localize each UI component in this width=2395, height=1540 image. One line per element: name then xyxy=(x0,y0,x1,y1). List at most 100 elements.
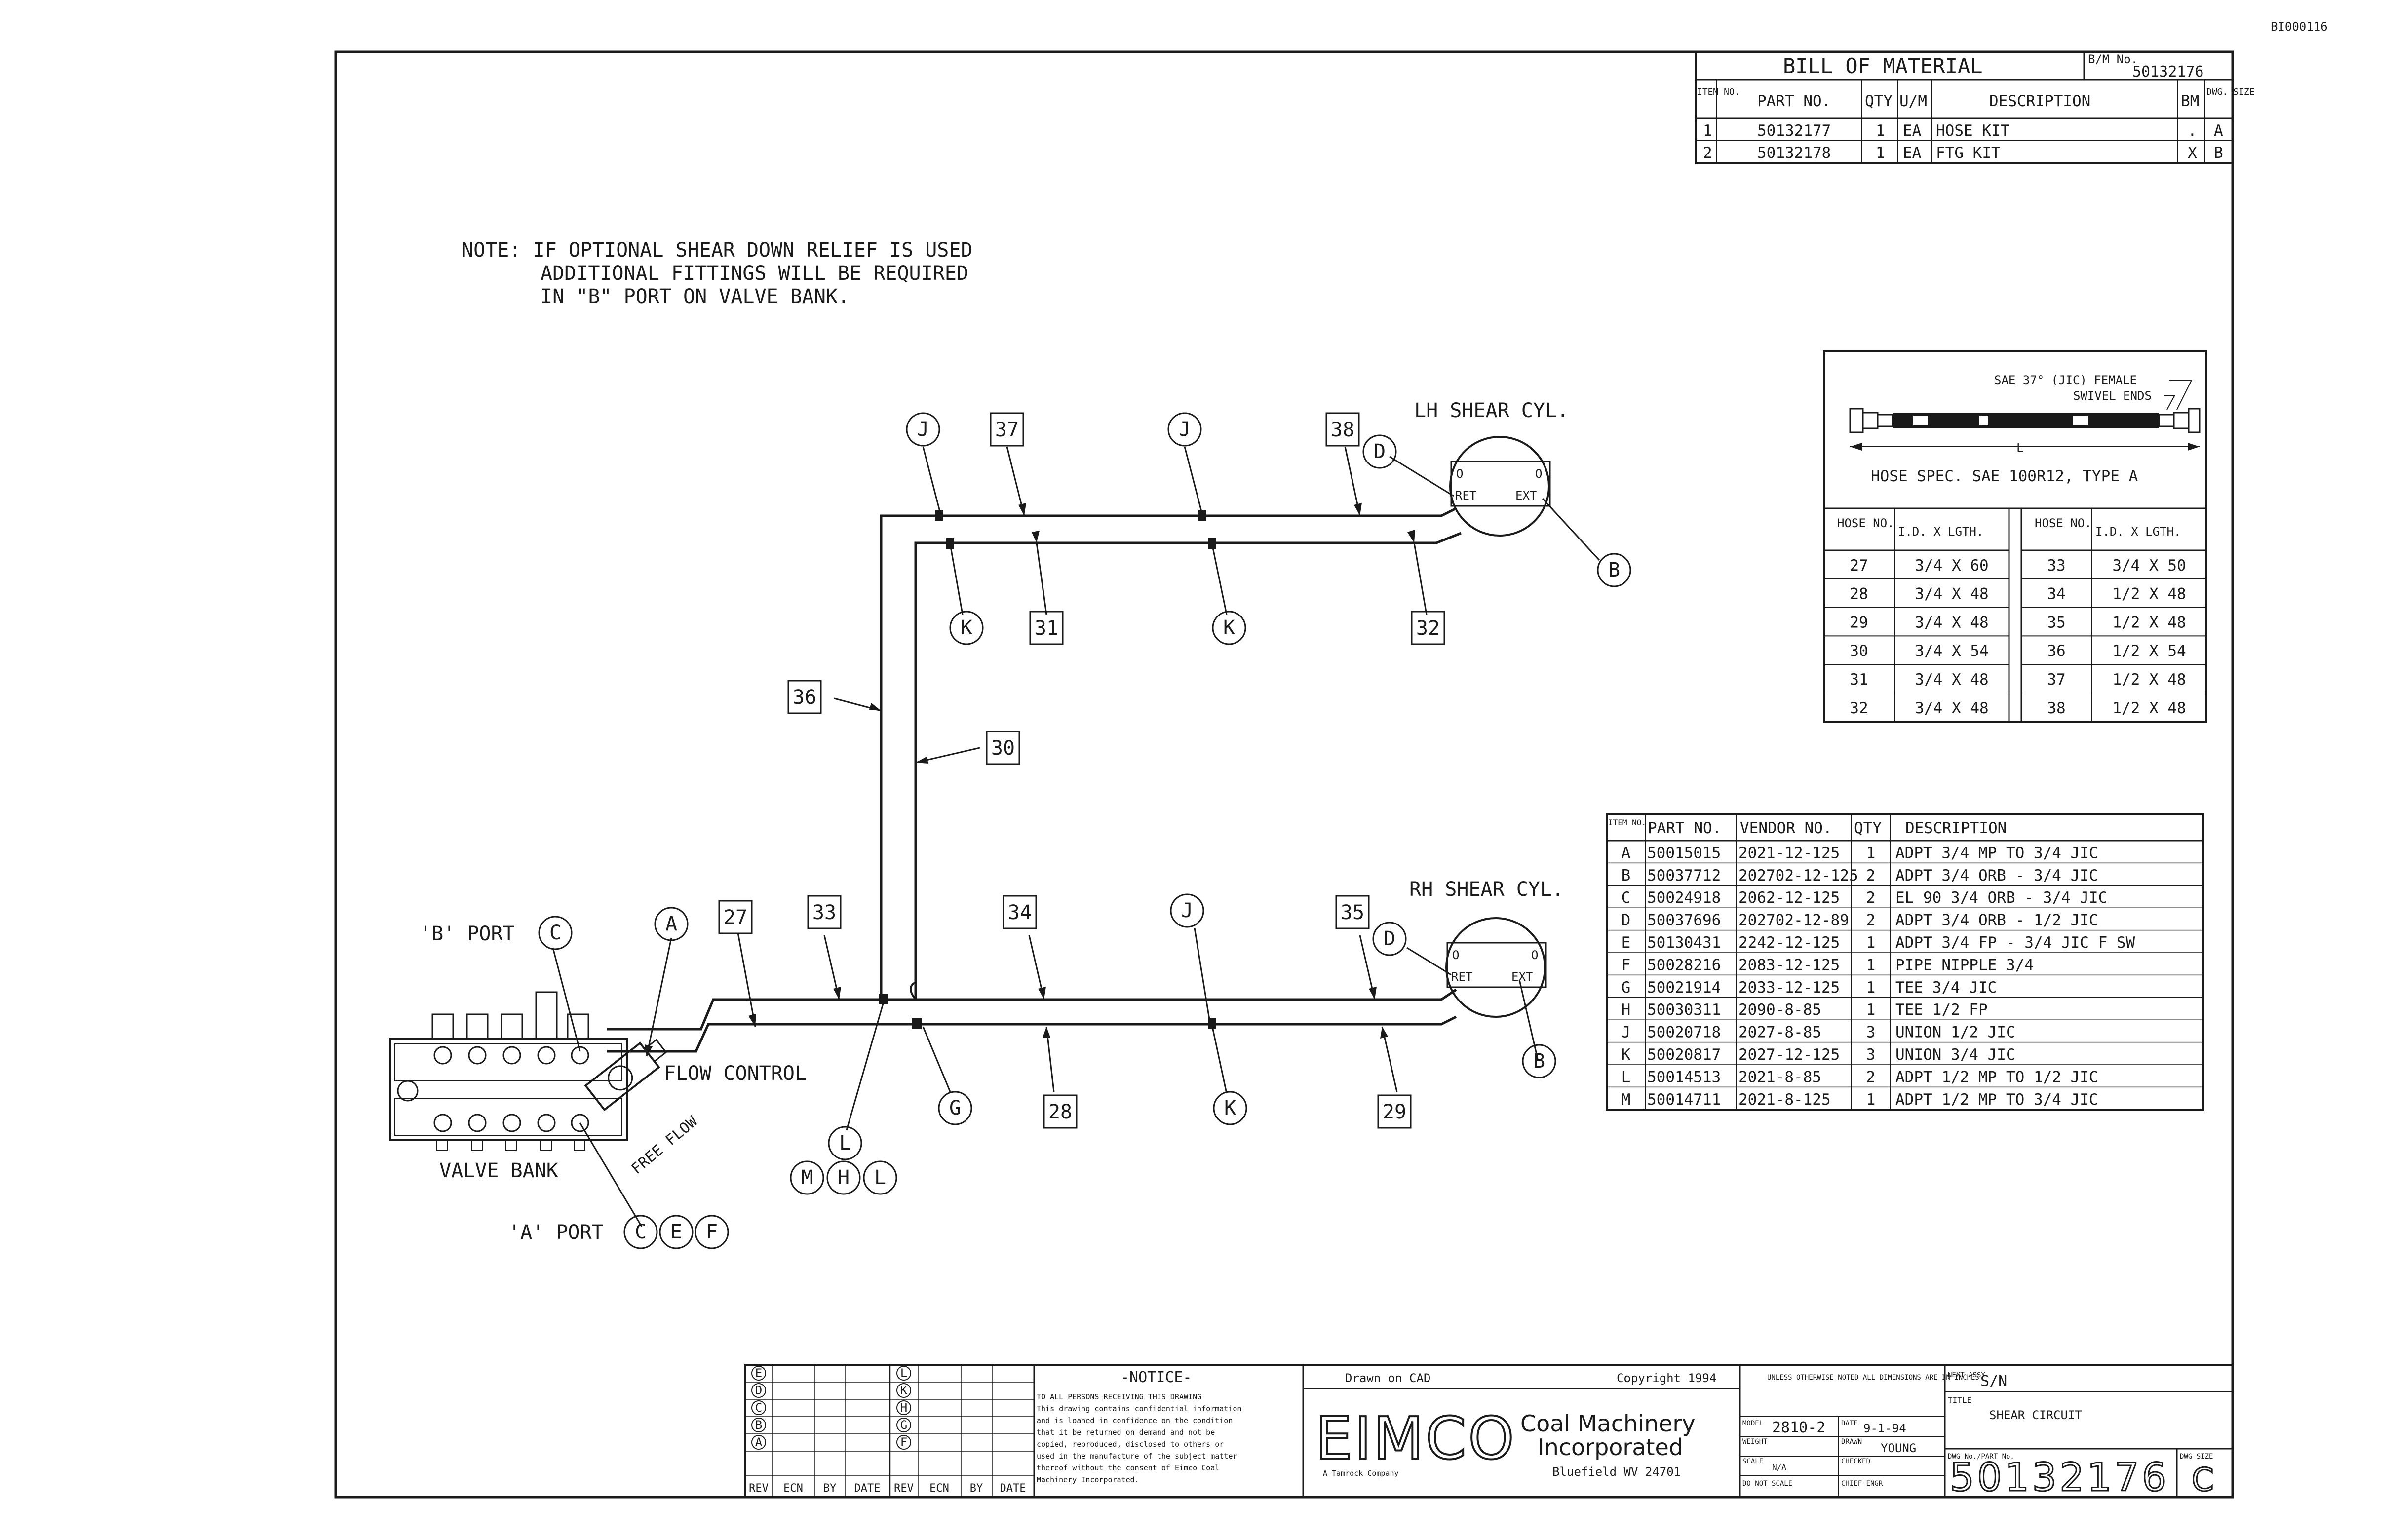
hose-id-cell: 1/2 X 48 xyxy=(2112,614,2186,631)
fitting-callout: G xyxy=(938,1091,972,1125)
notice-line: used in the manufacture of the subject m… xyxy=(1037,1452,1237,1461)
hose-callout-number: 38 xyxy=(1331,419,1354,441)
fitting-callout: J xyxy=(906,412,940,447)
fitting-callout-letter: K xyxy=(1224,1097,1236,1119)
lh-shear-cylinder: O O RET EXT xyxy=(1449,436,1551,537)
parts-partno-cell: 50037712 xyxy=(1647,867,1721,885)
fitting-callout: M xyxy=(790,1160,824,1195)
hose-callout-number: 36 xyxy=(793,686,816,709)
bom-no: 50132176 xyxy=(2132,63,2204,80)
hose-callout-number: 37 xyxy=(995,419,1019,441)
parts-item-cell: M xyxy=(1622,1091,1631,1109)
dwg-size-label: DWG SIZE xyxy=(2180,1453,2213,1461)
parts-partno-cell: 50030311 xyxy=(1647,1001,1721,1019)
parts-vendor-cell: 2083-12-125 xyxy=(1738,956,1840,974)
flow-control-label: FLOW CONTROL xyxy=(664,1062,807,1085)
bom-head-bm: BM xyxy=(2181,92,2199,110)
parts-partno-cell: 50014711 xyxy=(1647,1091,1721,1109)
parts-vendor-cell: 2021-12-125 xyxy=(1738,844,1840,862)
fitting-callout-letter: B xyxy=(1533,1050,1545,1073)
fitting-callout: A xyxy=(654,907,689,941)
parts-item-cell: C xyxy=(1622,889,1631,907)
company-line-1: Coal Machinery xyxy=(1520,1410,1696,1437)
hose-no-cell: 30 xyxy=(1850,642,1868,660)
hose-line-upper-inner xyxy=(914,532,1462,1000)
hose-callout-number: 31 xyxy=(1035,617,1058,640)
swivel-line-1: SAE 37° (JIC) FEMALE xyxy=(1994,373,2137,387)
dwg-size: C xyxy=(2192,1462,2217,1499)
rev-letter: B xyxy=(751,1418,766,1432)
length-label: L xyxy=(2016,441,2023,455)
parts-qty-cell: 1 xyxy=(1866,934,1876,952)
bill-of-material: BILL OF MATERIAL B/M No. 50132176 ITEM N… xyxy=(1695,51,2255,164)
bom-head-dwg: DWG. SIZE xyxy=(2206,87,2255,97)
bom-cell: 50132177 xyxy=(1757,122,1831,140)
hose-no-cell: 37 xyxy=(2047,671,2065,689)
bom-head-desc: DESCRIPTION xyxy=(1989,92,2090,110)
rev-letter-text: A xyxy=(755,1435,763,1449)
parts-qty-cell: 2 xyxy=(1866,912,1876,929)
parts-vendor-cell: 202702-12-89 xyxy=(1738,912,1849,929)
note-line-1: NOTE: IF OPTIONAL SHEAR DOWN RELIEF IS U… xyxy=(462,239,973,262)
hose-callout: 32 xyxy=(1411,611,1445,645)
hose-head-id: I.D. X LGTH. xyxy=(1898,525,1983,539)
fitting-callout: K xyxy=(1212,611,1246,645)
fitting-callout-letter: J xyxy=(1181,899,1193,922)
fitting-callout-letter: E xyxy=(670,1221,682,1243)
hose-callout: 31 xyxy=(1029,611,1064,645)
flow-control-valve xyxy=(584,1039,667,1112)
bom-row: 1 50132177 1 EA HOSE KIT . A xyxy=(1703,122,2223,140)
fitting-callout-letter: K xyxy=(1223,616,1235,639)
hose-callout: 37 xyxy=(990,412,1024,447)
hose-callout-number: 33 xyxy=(812,901,836,924)
hose-id-cell: 3/4 X 50 xyxy=(2112,557,2186,575)
b-port-label: 'B' PORT xyxy=(420,923,515,945)
hose-no-cell: 27 xyxy=(1850,557,1868,575)
fitting-callout-letter: C xyxy=(635,1221,647,1243)
fitting-callout: K xyxy=(949,611,984,645)
parts-partno-cell: 50021914 xyxy=(1647,979,1721,997)
fitting-callout-letter: J xyxy=(917,418,929,441)
hose-id-cell: 3/4 X 48 xyxy=(1915,671,1988,689)
free-flow-label: FREE FLOW xyxy=(628,1113,701,1178)
rev-letter-text: L xyxy=(900,1366,907,1380)
parts-desc-cell: ADPT 1/2 MP TO 3/4 JIC xyxy=(1895,1091,2098,1109)
note-block: NOTE: IF OPTIONAL SHEAR DOWN RELIEF IS U… xyxy=(462,239,973,308)
hose-id-cell: 3/4 X 60 xyxy=(1915,557,1988,575)
hose-no-cell: 33 xyxy=(2047,557,2065,575)
rev-letter: L xyxy=(896,1366,911,1381)
fitting-callout: F xyxy=(695,1215,729,1249)
company-line-2: Incorporated xyxy=(1538,1434,1683,1461)
corner-id: BI000116 xyxy=(2271,20,2328,34)
bom-head-qty: QTY xyxy=(1865,92,1893,110)
parts-qty-cell: 2 xyxy=(1866,867,1876,885)
rev-column-header: BY xyxy=(823,1482,837,1495)
parts-head-vendor: VENDOR NO. xyxy=(1740,819,1832,837)
bom-cell: 50132178 xyxy=(1757,144,1831,162)
fitting-callout: B xyxy=(1597,553,1631,587)
hydraulic-schematic: O O RET EXT LH SHEAR CYL. O O RET EXT RH… xyxy=(389,399,1631,1249)
hose-spec-table: L SAE 37° (JIC) FEMALE SWIVEL ENDS HOSE … xyxy=(1823,350,2207,723)
parts-vendor-cell: 2021-8-85 xyxy=(1738,1068,1821,1086)
cyl-port: O xyxy=(1452,948,1459,962)
parts-head-part: PART NO. xyxy=(1648,819,1721,837)
fitting-callout-letter: M xyxy=(801,1166,813,1189)
hose-id-cell: 1/2 X 48 xyxy=(2112,671,2186,689)
hose-id-cell: 3/4 X 48 xyxy=(1915,585,1988,603)
bom-title: BILL OF MATERIAL xyxy=(1783,54,1983,78)
cyl-ext-label: EXT xyxy=(1511,970,1533,984)
no-scale-label: DO NOT SCALE xyxy=(1742,1480,1792,1488)
bom-cell: 2 xyxy=(1703,144,1712,162)
hose-id-cell: 1/2 X 54 xyxy=(2112,642,2186,660)
fitting-callout-letter: H xyxy=(838,1166,850,1189)
rev-column-header: REV xyxy=(749,1482,769,1495)
parts-qty-cell: 1 xyxy=(1866,979,1876,997)
notice-line: Machinery Incorporated. xyxy=(1037,1475,1139,1484)
hose-callout: 33 xyxy=(807,895,842,929)
rev-column-header: BY xyxy=(970,1482,983,1495)
